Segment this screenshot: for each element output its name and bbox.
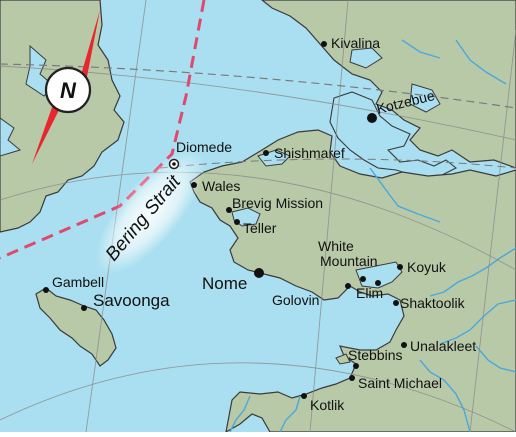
selawik-lake xyxy=(409,83,441,113)
place-label-shaktoolik: Shaktoolik xyxy=(400,295,466,311)
international-boundary xyxy=(0,0,206,260)
gambell-dot xyxy=(43,287,49,293)
shishmaref-dot xyxy=(263,150,269,156)
place-label-koyuk: Koyuk xyxy=(407,259,447,275)
place-label-nome: Nome xyxy=(202,274,247,293)
stebbins-islet xyxy=(335,353,351,365)
golovin-dot xyxy=(345,283,351,289)
compass-ring xyxy=(44,66,92,114)
norton-bay xyxy=(355,261,403,289)
kivalina-dot xyxy=(321,41,327,47)
unalakleet-dot xyxy=(401,342,407,348)
place-label-wales: Wales xyxy=(202,178,240,194)
inland-lake xyxy=(349,47,383,69)
compass-label: N xyxy=(60,78,77,103)
kotlik-dot xyxy=(301,393,307,399)
teller-dot xyxy=(234,219,240,225)
place-label-shishmaref: Shishmaref xyxy=(274,145,345,161)
rivers xyxy=(229,39,516,432)
seward-peninsula xyxy=(189,129,516,432)
meridian-dashed xyxy=(0,63,516,109)
elim-dot xyxy=(375,280,381,286)
strait-label-glow xyxy=(94,149,206,275)
place-label-elim: Elim xyxy=(356,285,383,301)
place-label-kivalina: Kivalina xyxy=(331,35,380,51)
brevig-mission-dot xyxy=(226,207,232,213)
place-label-saint-michael: Saint Michael xyxy=(358,375,442,391)
place-label-savoonga: Savoonga xyxy=(93,291,170,310)
place-label-kotlik: Kotlik xyxy=(310,397,345,413)
place-label-white-mountain-line2: Mountain xyxy=(320,253,378,269)
compass-needle-north xyxy=(76,10,100,92)
koyuk-dot xyxy=(397,264,403,270)
place-labels: Kivalina Kotzebue Diomede Shishmaref Wal… xyxy=(52,35,476,413)
place-label-white-mountain-line1: White xyxy=(318,238,354,254)
savoonga-dot xyxy=(81,305,87,311)
nome-dot xyxy=(254,268,264,278)
place-label-unalakleet: Unalakleet xyxy=(410,338,476,354)
settlements xyxy=(43,41,407,399)
saint-michael-dot xyxy=(349,375,355,381)
chukotka-inlet xyxy=(0,117,22,157)
kotzebue-sound xyxy=(329,91,458,177)
place-label-gambell: Gambell xyxy=(52,274,104,290)
place-label-brevig-mission: Brevig Mission xyxy=(232,195,323,211)
north-arrow-icon: N xyxy=(32,10,100,164)
place-label-diomede: Diomede xyxy=(176,139,232,155)
st-lawrence-island xyxy=(35,287,117,367)
place-label-teller: Teller xyxy=(243,220,277,236)
wales-dot xyxy=(191,182,197,188)
place-label-stebbins: Stebbins xyxy=(348,347,402,363)
kotzebue-dot xyxy=(367,113,377,123)
compass-needle-south xyxy=(32,96,66,164)
diomede-dot-center xyxy=(172,162,176,166)
shaktoolik-dot xyxy=(393,300,399,306)
stebbins-dot xyxy=(353,363,359,369)
white-mountain-dot xyxy=(360,276,366,282)
place-label-golovin: Golovin xyxy=(272,292,319,308)
